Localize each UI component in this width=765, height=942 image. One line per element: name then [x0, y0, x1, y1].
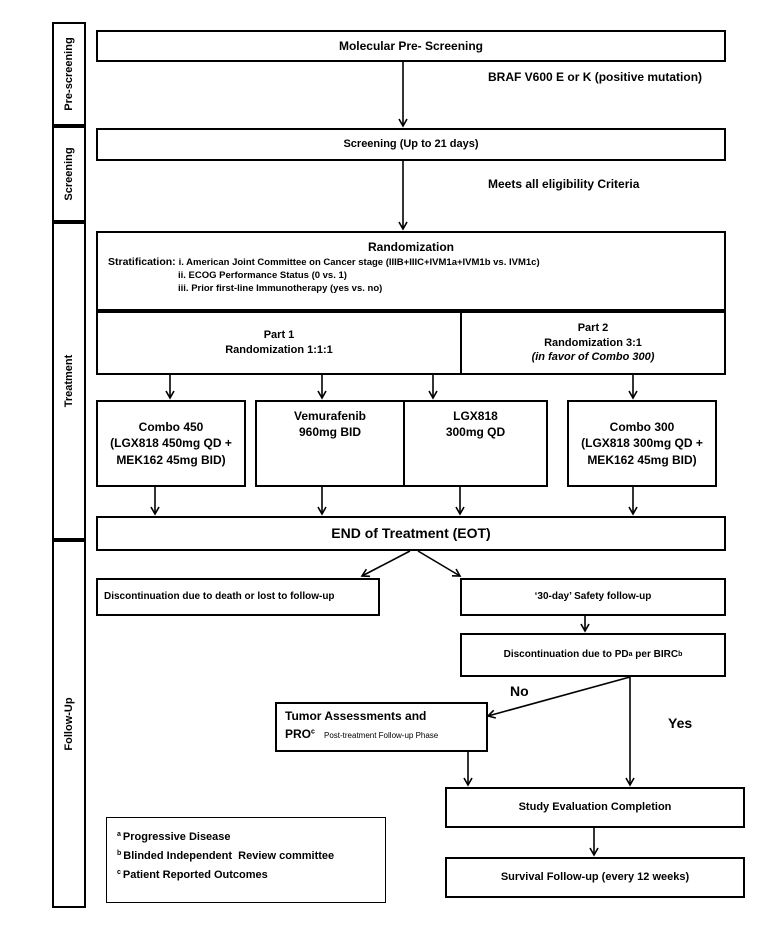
arm-lgx818: LGX818 300mg QD — [403, 400, 548, 487]
disc-pd-pre: Discontinuation due to PD — [503, 649, 629, 661]
part2-box: Part 2 Randomization 3:1 (in favor of Co… — [460, 311, 726, 375]
part1-sub: Randomization 1:1:1 — [225, 344, 333, 356]
arm-combo300: Combo 300 (LGX818 300mg QD + MEK162 45mg… — [567, 400, 717, 487]
no-label: No — [510, 683, 529, 699]
tumor-small-text: Post-treatment Follow-up Phase — [323, 731, 439, 741]
arm-combo300-line: (LGX818 300mg QD + — [581, 436, 703, 451]
eot-box: END of Treatment (EOT) — [96, 516, 726, 551]
safety-followup-text: ‘30-day’ Safety follow-up — [534, 591, 652, 603]
footnote-mark: b — [117, 849, 122, 857]
part1-title: Part 1 — [263, 329, 295, 342]
part2-note: (in favor of Combo 300) — [531, 351, 655, 364]
phase-treatment: Treatment — [52, 222, 86, 540]
tumor-line-1: Tumor Assessments and — [285, 709, 427, 723]
eot-text: END of Treatment (EOT) — [331, 525, 491, 542]
disc-pd-mid: per BIRC — [632, 649, 679, 661]
phase-prescreening-label: Pre-screening — [63, 37, 75, 111]
footnote-mark: c — [117, 868, 121, 876]
study-evaluation-box: Study Evaluation Completion — [445, 787, 745, 828]
safety-followup-box: ‘30-day’ Safety follow-up — [460, 578, 726, 616]
study-evaluation-text: Study Evaluation Completion — [518, 801, 672, 814]
arm-vemurafenib-line: 960mg BID — [298, 425, 362, 440]
tumor-line-2: PRO — [285, 727, 312, 742]
footnote-text: Progressive Disease — [122, 831, 231, 843]
survival-followup-box: Survival Follow-up (every 12 weeks) — [445, 857, 745, 898]
braf-label: BRAF V600 E or K (positive mutation) — [488, 70, 703, 84]
randomization-title: Randomization — [368, 240, 454, 254]
footnote-text: Blinded Independent Review committee — [123, 849, 335, 862]
strat-line-2: ii. ECOG Performance Status (0 vs. 1) — [178, 270, 347, 281]
arm-combo450-line: MEK162 45mg BID) — [116, 452, 226, 467]
molecular-prescreening-text: Molecular Pre- Screening — [338, 38, 484, 53]
yes-label: Yes — [668, 715, 693, 731]
disc-pd-sup-b: b — [678, 651, 683, 659]
footnote-mark: a — [117, 831, 121, 838]
part2-sub: Randomization 3:1 — [544, 336, 642, 349]
arm-vemurafenib: Vemurafenib 960mg BID — [255, 400, 405, 487]
randomization-box: Randomization Stratification: i. America… — [96, 231, 726, 311]
discontinuation-death-text: Discontinuation due to death or lost to … — [104, 591, 335, 603]
tumor-sup-c: c — [311, 728, 315, 736]
phase-prescreening: Pre-screening — [52, 22, 86, 126]
arm-vemurafenib-line: Vemurafenib — [293, 409, 367, 423]
phase-screening: Screening — [52, 126, 86, 222]
phase-treatment-label: Treatment — [63, 354, 75, 408]
arm-combo450-line: (LGX818 450mg QD + — [110, 436, 232, 451]
phase-screening-label: Screening — [63, 147, 75, 201]
part1-box: Part 1 Randomization 1:1:1 — [96, 311, 462, 375]
arm-combo300-line: Combo 300 — [609, 420, 675, 435]
eligibility-label: Meets all eligibility Criteria — [488, 177, 640, 191]
phase-followup: Follow-Up — [52, 540, 86, 908]
arm-lgx818-line: 300mg QD — [445, 425, 506, 440]
strat-line-1: i. American Joint Committee on Cancer st… — [178, 257, 540, 269]
phase-followup-label: Follow-Up — [63, 697, 75, 751]
molecular-prescreening-box: Molecular Pre- Screening — [96, 30, 726, 62]
screening-box: Screening (Up to 21 days) — [96, 128, 726, 161]
disc-pd-sup-a: a — [628, 651, 633, 659]
part2-title: Part 2 — [577, 321, 609, 334]
arm-combo450-line: Combo 450 — [138, 420, 204, 435]
survival-followup-text: Survival Follow-up (every 12 weeks) — [500, 871, 690, 884]
strat-line-3: iii. Prior first-line Immunotherapy (yes… — [178, 282, 383, 294]
arm-combo450: Combo 450 (LGX818 450mg QD + MEK162 45mg… — [96, 400, 246, 487]
arm-lgx818-line: LGX818 — [453, 409, 498, 423]
stratification-prefix: Stratification: — [108, 256, 176, 269]
arm-combo300-line: MEK162 45mg BID) — [587, 452, 697, 467]
screening-text: Screening (Up to 21 days) — [343, 138, 479, 151]
tumor-assessments-box: Tumor Assessments and PROc Post-treatmen… — [275, 702, 488, 752]
footnote-text: Patient Reported Outcomes — [122, 868, 268, 881]
discontinuation-death-box: Discontinuation due to death or lost to … — [96, 578, 380, 616]
